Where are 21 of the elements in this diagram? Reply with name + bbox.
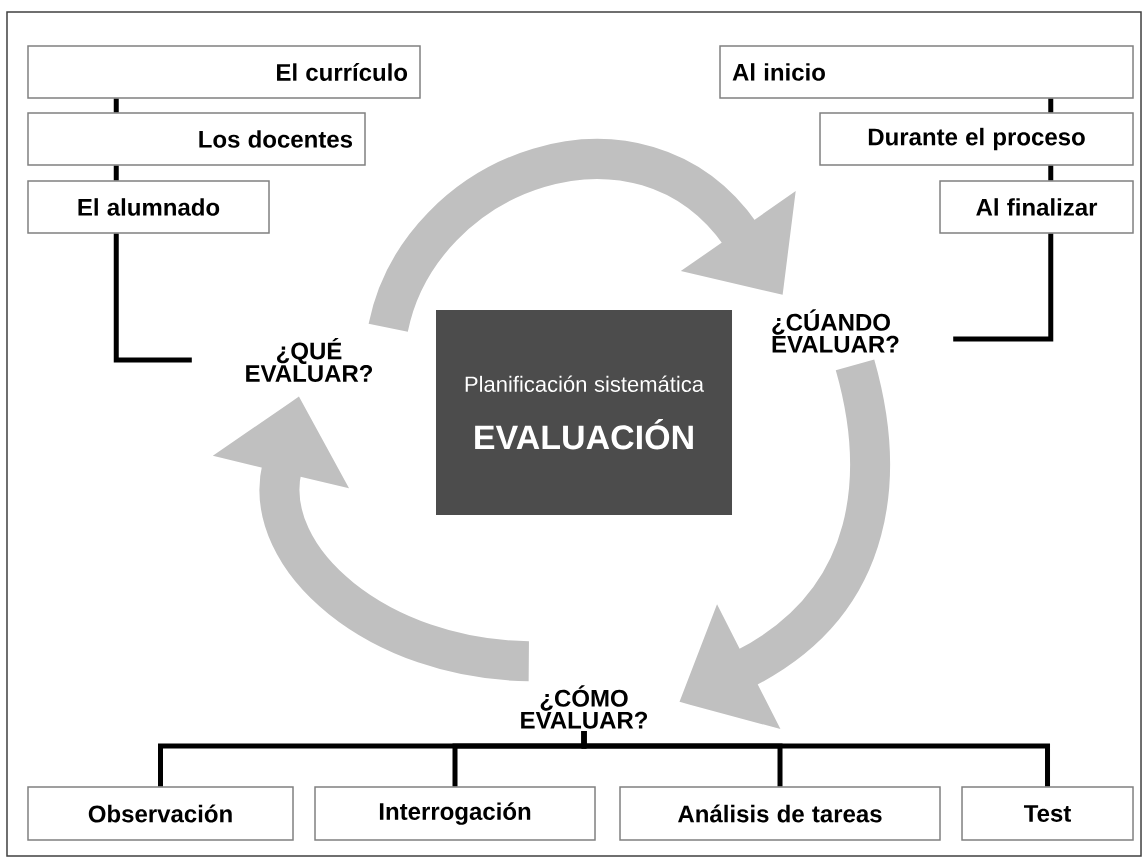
connector-line <box>1048 165 1054 181</box>
text-box: El currículo <box>27 45 421 99</box>
text-box: Al finalizar <box>939 180 1134 234</box>
connector-line <box>953 233 1054 342</box>
text-box: Al inicio <box>719 45 1134 99</box>
text-box: Los docentes <box>27 112 366 166</box>
question-label: ¿QUÉ EVALUAR? <box>246 338 373 382</box>
text-box: Durante el proceso <box>819 112 1134 166</box>
question-label: ¿CÚANDO EVALUAR? <box>772 309 899 353</box>
connector-line <box>113 165 119 181</box>
connector-line <box>113 233 192 363</box>
text-box: Test <box>961 786 1134 841</box>
center-box: Planificación sistemática EVALUACIÓN <box>436 310 732 515</box>
connector-line <box>1048 98 1054 113</box>
connector-line <box>113 98 119 113</box>
question-label: ¿CÓMO EVALUAR? <box>521 685 648 729</box>
text-box: Observación <box>27 786 294 841</box>
text-box: Análisis de tareas <box>619 786 941 841</box>
connector-line <box>581 730 1050 787</box>
text-box: El alumnado <box>27 180 270 234</box>
text-box: Interrogación <box>314 786 596 841</box>
